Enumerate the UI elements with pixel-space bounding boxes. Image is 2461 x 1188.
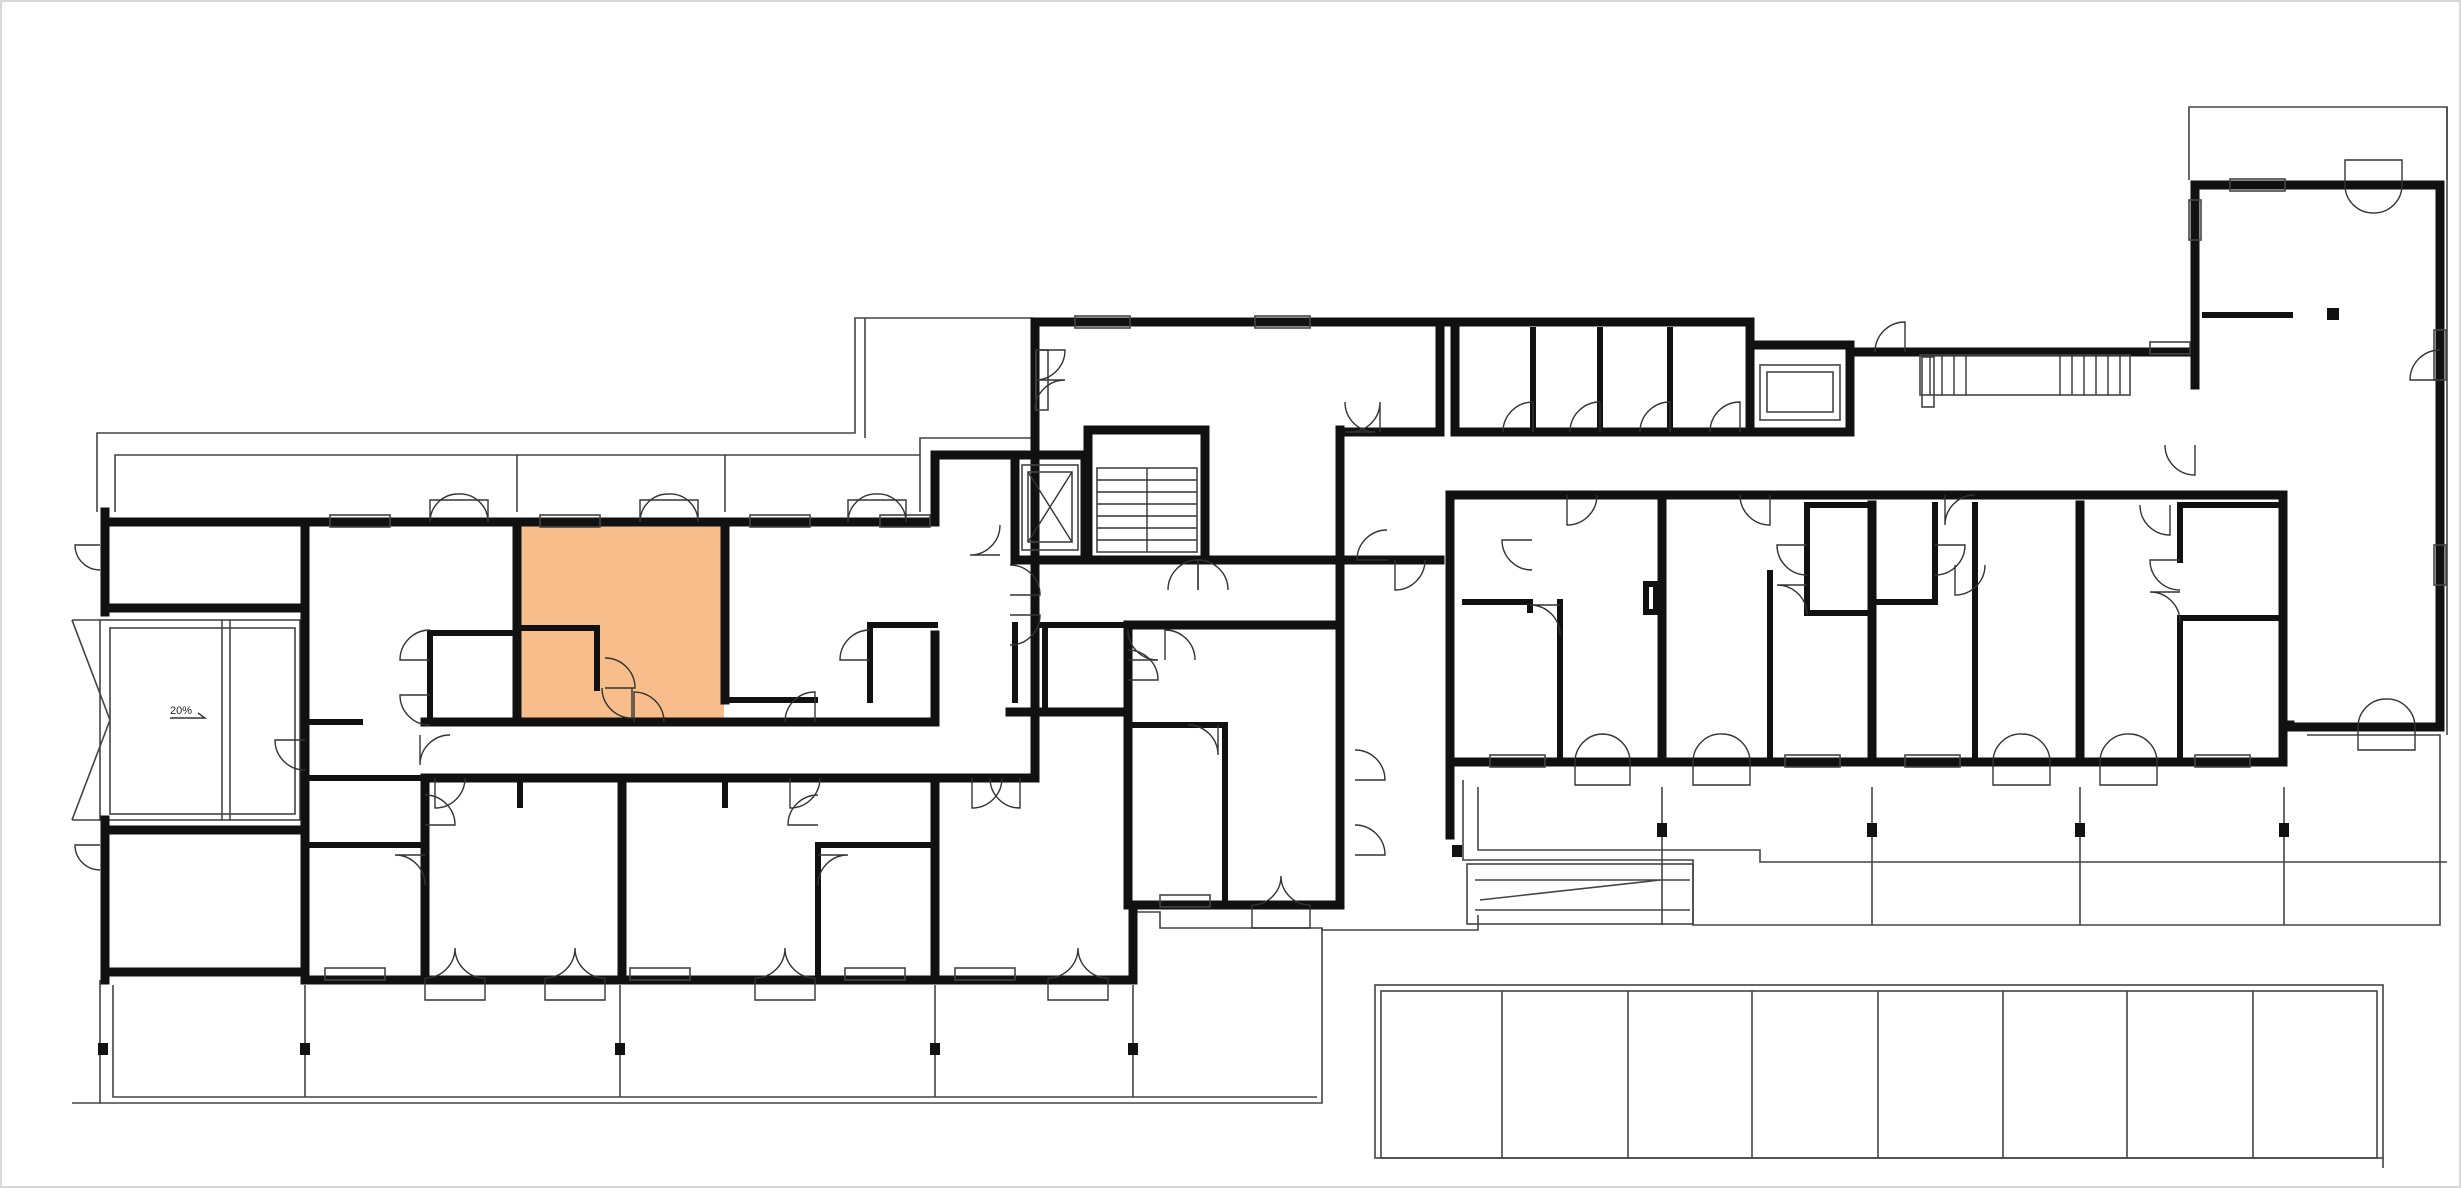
ramp-slope-label: 20%	[170, 705, 192, 717]
columns	[98, 308, 2339, 1055]
staircase	[1096, 354, 2131, 553]
windows	[324, 178, 2447, 981]
ramp: 20%	[71, 619, 301, 821]
doors	[74, 159, 2441, 1001]
elevators	[1021, 364, 1841, 551]
highlighted-apartment[interactable]	[517, 521, 724, 718]
walls	[100, 180, 2445, 985]
terrace-outlines	[72, 106, 2448, 1168]
